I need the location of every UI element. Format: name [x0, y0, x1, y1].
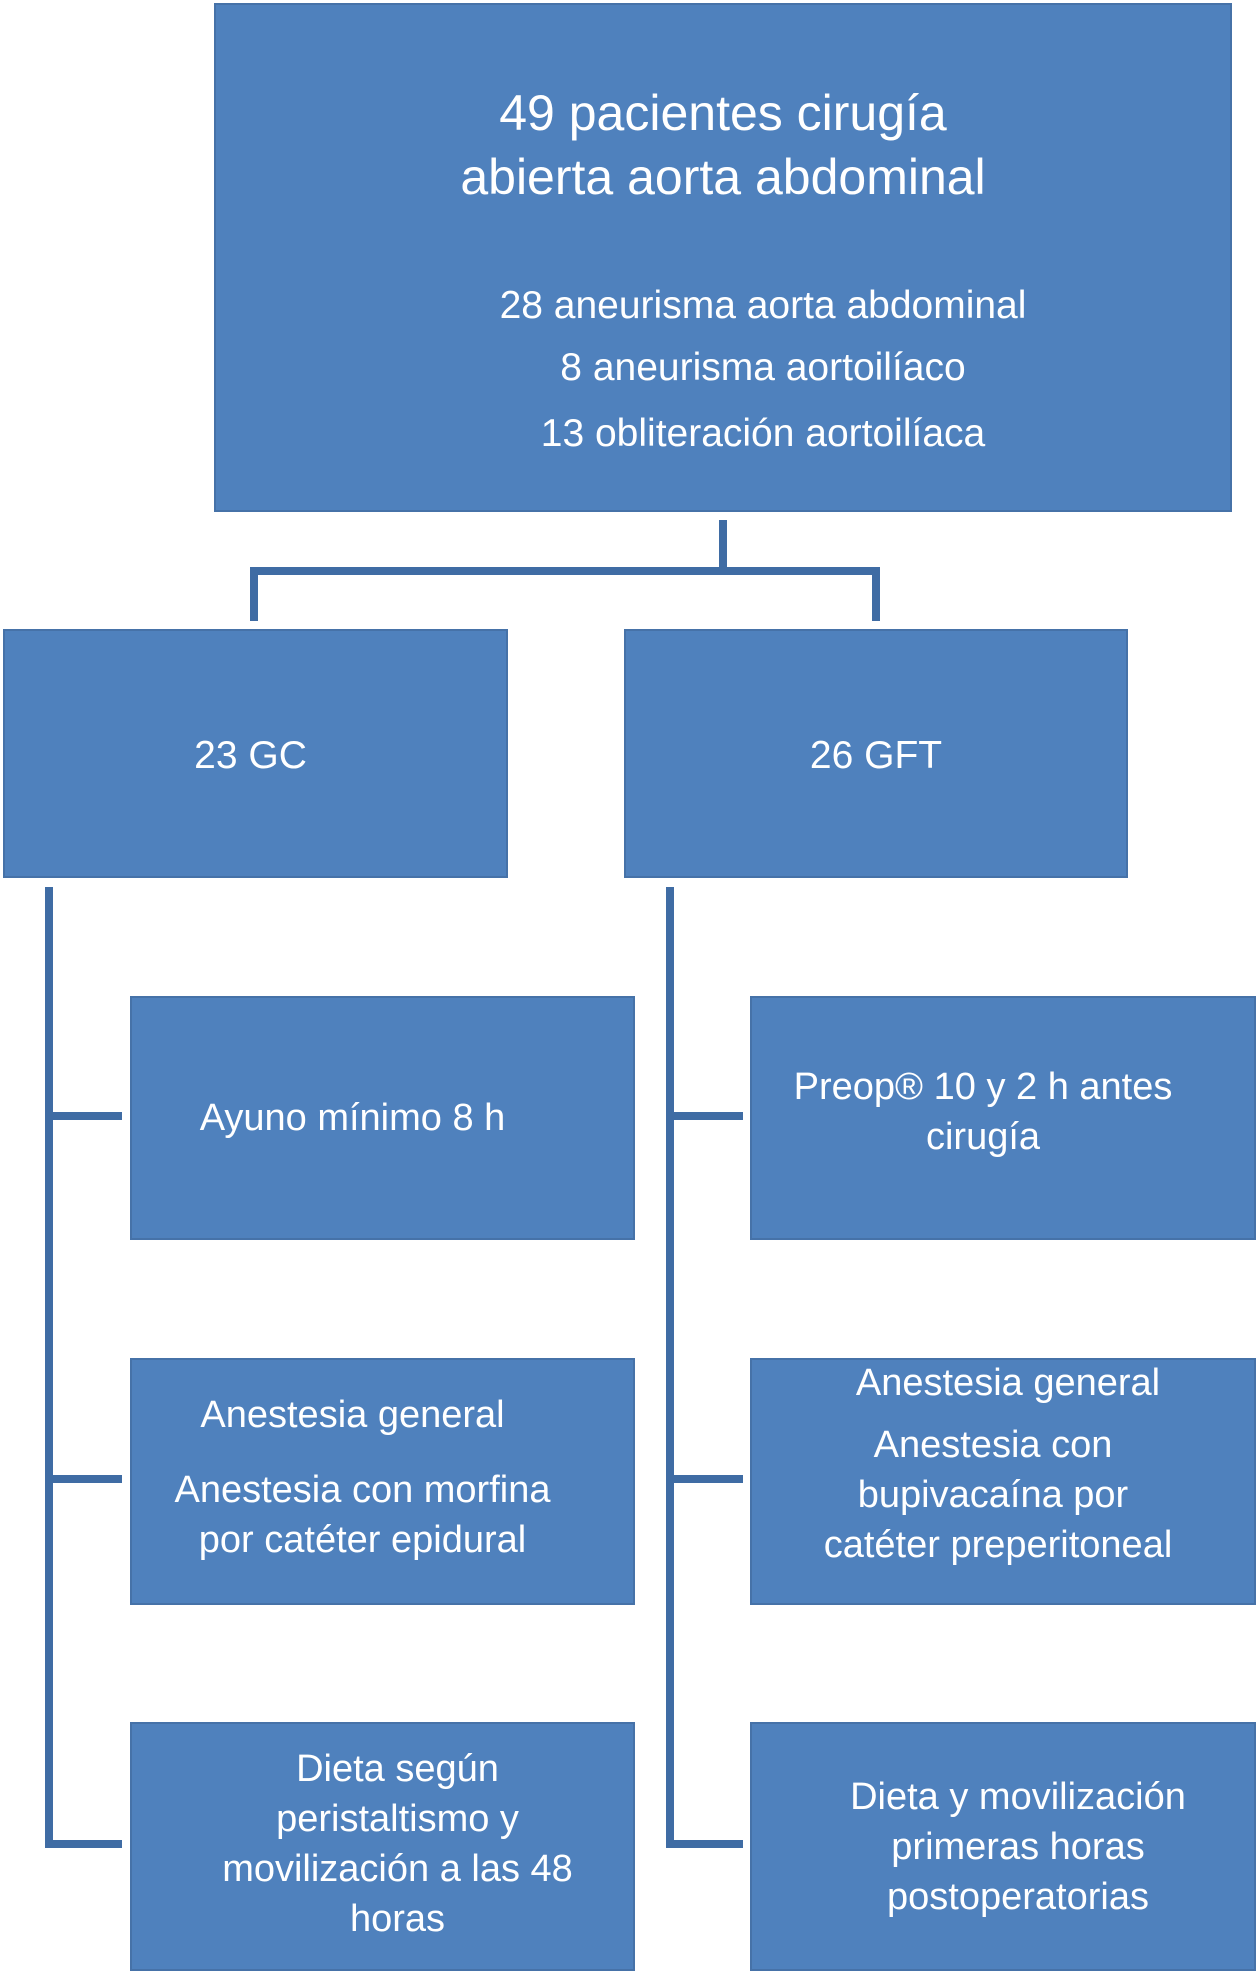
group-gft-box: 26 GFT: [624, 629, 1128, 878]
gft-spine: [666, 887, 674, 1848]
gft-step-3-line3: postoperatorias: [887, 1876, 1149, 1918]
gc-step-1-box: Ayuno mínimo 8 h: [130, 996, 635, 1240]
gft-tick-1: [666, 1112, 743, 1120]
gc-step-3-line4: horas: [349, 1898, 446, 1940]
gft-step-2-box: Anestesia general Anestesia con bupivaca…: [750, 1358, 1256, 1605]
gft-step-3-box: Dieta y movilización primeras horas post…: [750, 1722, 1256, 1971]
gc-step-3-box: Dieta según peristaltismo y movilización…: [130, 1722, 635, 1971]
gc-step-2-line3: por catéter epidural: [198, 1519, 527, 1561]
group-gc-box: 23 GC: [3, 629, 508, 878]
split-connector-left-drop: [250, 567, 258, 621]
gft-tick-2: [666, 1475, 743, 1483]
top-title-line1: 49 pacientes cirugía: [499, 85, 947, 141]
gc-tick-2: [45, 1475, 122, 1483]
top-box: 49 pacientes cirugía abierta aorta abdom…: [214, 3, 1232, 512]
gft-step-1-line2: cirugía: [925, 1116, 1041, 1158]
gc-step-3-line1: Dieta según: [296, 1748, 499, 1790]
gc-tick-1: [45, 1112, 122, 1120]
group-gc-label: 23 GC: [194, 734, 307, 777]
gft-step-2-line1: Anestesia general: [855, 1362, 1161, 1404]
split-connector-stem: [719, 520, 727, 568]
top-detail-line2: 8 aneurisma aortoilíaco: [560, 346, 966, 389]
gft-step-1-box: Preop® 10 y 2 h antes cirugía: [750, 996, 1256, 1240]
gc-step-2-line2: Anestesia con morfina: [174, 1469, 551, 1511]
split-connector-right-drop: [872, 567, 880, 621]
gft-step-3-line2: primeras horas: [891, 1826, 1145, 1868]
gc-step-2-line1: Anestesia general: [200, 1394, 505, 1436]
gc-step-3-line3: movilización a las 48: [222, 1848, 573, 1890]
gft-tick-3: [666, 1840, 743, 1848]
split-connector-bar: [250, 567, 880, 575]
gft-step-3-line1: Dieta y movilización: [850, 1776, 1186, 1818]
top-title-line2: abierta aorta abdominal: [460, 149, 986, 205]
gc-spine: [45, 887, 53, 1848]
top-detail-line1: 28 aneurisma aorta abdominal: [499, 284, 1027, 327]
gft-step-2-line3: bupivacaína por: [857, 1474, 1129, 1516]
gc-tick-3: [45, 1840, 122, 1848]
gft-step-2-line2: Anestesia con: [873, 1424, 1113, 1466]
gft-step-1-line1: Preop® 10 y 2 h antes: [793, 1066, 1173, 1108]
gft-step-2-line4: catéter preperitoneal: [823, 1524, 1173, 1566]
group-gft-label: 26 GFT: [809, 734, 943, 777]
gc-step-1-line1: Ayuno mínimo 8 h: [199, 1097, 506, 1139]
top-detail-line3: 13 obliteración aortoilíaca: [540, 412, 986, 455]
gc-step-2-box: Anestesia general Anestesia con morfina …: [130, 1358, 635, 1605]
gc-step-3-line2: peristaltismo y: [276, 1798, 519, 1840]
